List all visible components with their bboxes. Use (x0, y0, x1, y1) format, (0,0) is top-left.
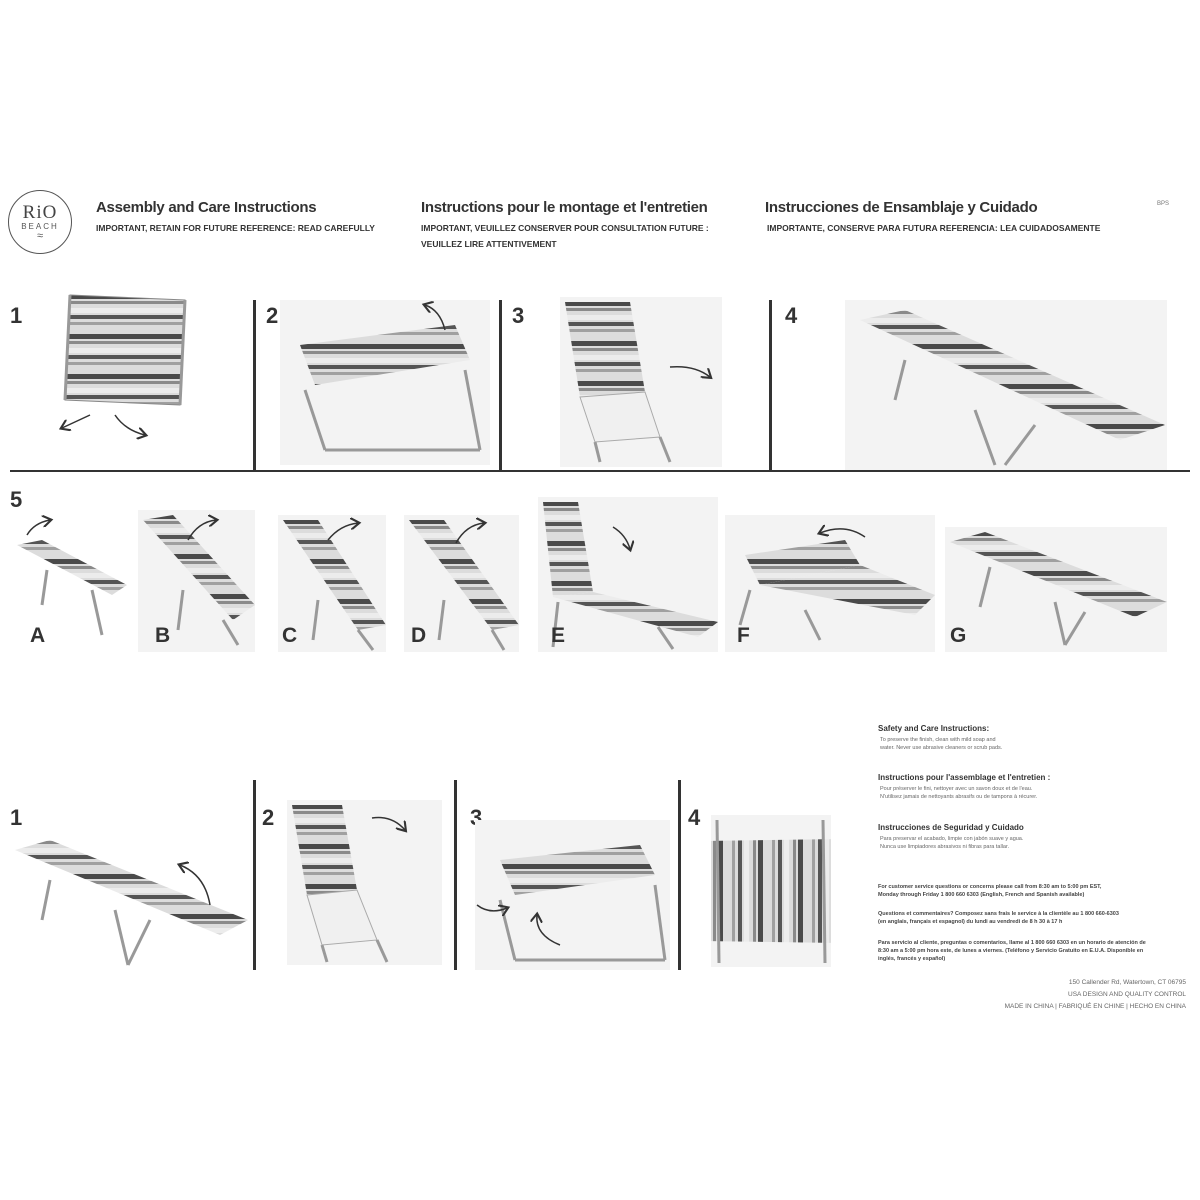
subtitle-english: IMPORTANT, RETAIN FOR FUTURE REFERENCE: … (96, 223, 375, 233)
assembly-step-3-number: 3 (512, 303, 525, 328)
usa-design-note: USA DESIGN AND QUALITY CONTROL (1068, 991, 1186, 998)
document-code: BPS (1157, 201, 1170, 207)
divider (678, 780, 681, 970)
safety-english-line1: To preserve the finish, clean with mild … (880, 737, 996, 743)
curved-arrow-icon (62, 414, 91, 428)
curved-arrow-icon (371, 816, 405, 831)
logo-text-rio: RiO (22, 201, 58, 223)
step-5d-image (404, 515, 519, 652)
step-5c-image (278, 515, 386, 652)
contact-french-line1: Questions et commentaires? Composez sans… (878, 911, 1119, 917)
assembly-step-4-image (845, 300, 1167, 470)
curved-arrow-icon (327, 523, 358, 541)
assembly-step-3-image (560, 297, 722, 467)
company-address: 150 Callender Rd, Watertown, CT 06795 (1068, 979, 1186, 986)
step-5a-image (12, 515, 127, 650)
safety-heading-spanish: Instrucciones de Seguridad y Cuidado (878, 823, 1024, 832)
divider (253, 780, 256, 970)
subtitle-french-line2: VEUILLEZ LIRE ATTENTIVEMENT (421, 239, 557, 249)
folding-step-1-number: 1 (10, 805, 23, 830)
divider (769, 300, 772, 472)
contact-french-line2: (en anglais, français et espagnol) du lu… (878, 919, 1063, 925)
folding-step-2-image (287, 800, 442, 965)
step-5f-image (725, 515, 935, 652)
title-french: Instructions pour le montage et l'entret… (421, 199, 708, 216)
contact-spanish-line3: inglés, francés y español) (878, 956, 946, 962)
made-in-china-note: MADE IN CHINA | FABRIQUÉ EN CHINE | HECH… (1004, 1003, 1186, 1010)
subtitle-french-line1: IMPORTANT, VEUILLEZ CONSERVER POUR CONSU… (421, 223, 709, 233)
assembly-step-4-number: 4 (785, 303, 798, 328)
subtitle-spanish: IMPORTANTE, CONSERVE PARA FUTURA REFEREN… (767, 223, 1101, 233)
safety-heading-english: Safety and Care Instructions: (878, 724, 990, 733)
curved-arrow-icon (26, 520, 50, 536)
wave-icon: ≈ (36, 229, 44, 242)
safety-french-line2: N'utilisez jamais de nettoyants abrasifs… (880, 794, 1038, 800)
folding-step-2-number: 2 (262, 805, 275, 830)
section-divider (10, 470, 1190, 472)
folding-step-3-image (475, 820, 670, 970)
contact-spanish-line2: 8:30 am a 5:00 pm hora este, de lunes a … (878, 948, 1144, 954)
curved-arrow-icon (612, 526, 630, 549)
logo-text-beach: BEACH (21, 221, 59, 231)
step-5-letter-e: E (551, 624, 566, 647)
curved-arrow-icon (537, 915, 561, 946)
step-5g-image (945, 527, 1167, 652)
divider (499, 300, 502, 472)
step-5-letter-g: G (950, 624, 967, 647)
step-5b-image (138, 510, 255, 652)
folding-step-1-image (10, 830, 248, 975)
curved-arrow-icon (180, 865, 211, 906)
folding-step-4-image (711, 815, 831, 967)
divider (454, 780, 457, 970)
assembly-step-2-number: 2 (266, 303, 279, 328)
curved-arrow-icon (820, 529, 866, 538)
contact-english-line2: Monday through Friday 1 800 660 6303 (En… (878, 892, 1085, 898)
curved-arrow-icon (114, 414, 145, 435)
rio-beach-logo: RiO BEACH ≈ (8, 190, 72, 254)
title-spanish: Instrucciones de Ensamblaje y Cuidado (765, 199, 1038, 216)
safety-french-line1: Pour préserver le fini, nettoyer avec un… (880, 786, 1033, 792)
step-5-letter-b: B (155, 624, 171, 647)
divider (253, 300, 256, 472)
safety-spanish-line1: Para preservar el acabado, limpie con ja… (880, 836, 1024, 842)
curved-arrow-icon (669, 365, 710, 377)
safety-spanish-line2: Nunca use limpiadores abrasivos ni fibra… (880, 844, 1010, 850)
contact-english-line1: For customer service questions or concer… (878, 884, 1102, 890)
curved-arrow-icon (476, 905, 507, 911)
step-5-number: 5 (10, 487, 23, 512)
curved-arrow-icon (455, 523, 484, 544)
assembly-step-1-number: 1 (10, 303, 23, 328)
step-5-letter-a: A (30, 624, 46, 647)
step-5-letter-c: C (282, 624, 298, 647)
assembly-step-2-image (280, 300, 490, 465)
curved-arrow-icon (425, 305, 446, 331)
step-5-letter-d: D (411, 624, 427, 647)
contact-spanish-line1: Para servicio al cliente, preguntas o co… (878, 940, 1146, 946)
safety-english-line2: water. Never use abrasive cleaners or sc… (880, 745, 1003, 751)
safety-heading-french: Instructions pour l'assemblage et l'entr… (878, 773, 1051, 782)
title-english: Assembly and Care Instructions (96, 199, 317, 216)
assembly-step-1-image (40, 290, 190, 450)
curved-arrow-icon (187, 520, 216, 541)
folding-step-4-number: 4 (688, 805, 701, 830)
step-5-letter-f: F (737, 624, 750, 647)
step-5e-image (538, 497, 718, 652)
